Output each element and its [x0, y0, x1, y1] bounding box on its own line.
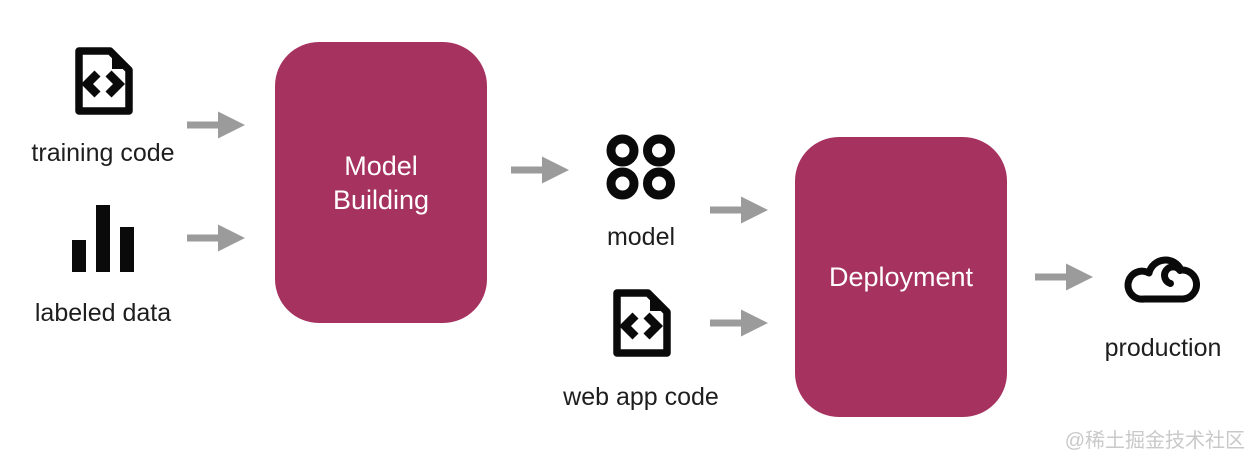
watermark-text: @稀土掘金技术社区: [1064, 430, 1245, 452]
node-model: model: [551, 134, 731, 251]
node-label-web-app-code: web app code: [563, 383, 719, 411]
code-file-icon: [75, 47, 133, 115]
node-label-model: model: [606, 223, 676, 251]
arrow-model-building-to-model: [511, 156, 569, 184]
arrow-training-code-to-model-building: [187, 111, 245, 139]
node-label-training-code: training code: [31, 139, 175, 167]
bar-chart-icon: [72, 205, 134, 272]
code-file-icon: [613, 289, 671, 357]
node-training-code: training code: [13, 46, 193, 167]
node-web-app-code: web app code: [551, 288, 731, 411]
arrow-labeled-data-to-model-building: [187, 224, 245, 252]
four-circles-icon: [606, 134, 675, 200]
arrow-model-to-deployment: [710, 196, 768, 224]
process-label-model-building: Model Building: [332, 150, 430, 215]
process-box-deployment: Deployment: [795, 137, 1007, 417]
arrow-web-app-code-to-deployment: [710, 309, 768, 337]
process-box-model-building: Model Building: [275, 42, 487, 323]
cloud-icon: [1124, 256, 1201, 303]
arrow-deployment-to-production: [1035, 263, 1093, 291]
process-label-deployment: Deployment: [828, 262, 974, 292]
node-label-labeled-data: labeled data: [34, 299, 172, 327]
node-label-production: production: [1104, 334, 1222, 362]
node-labeled-data: labeled data: [13, 205, 193, 327]
node-production: production: [1073, 242, 1253, 362]
